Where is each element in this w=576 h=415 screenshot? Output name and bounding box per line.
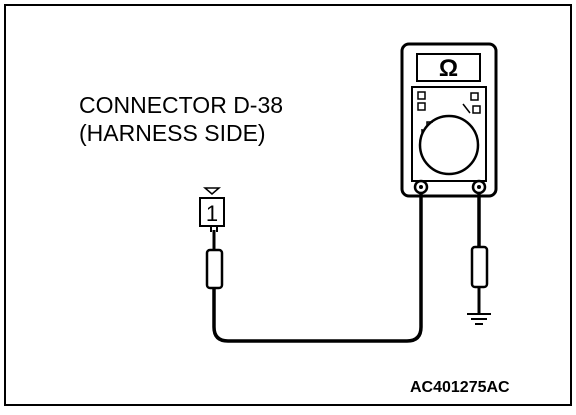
ground-symbol (467, 313, 491, 325)
jack-center (477, 185, 481, 189)
range-switch (417, 91, 426, 100)
jack-center (419, 185, 423, 189)
range-switch (472, 105, 481, 114)
figure-id: AC401275AC (410, 379, 510, 396)
probe-handle (470, 245, 489, 289)
test-probe-right (470, 245, 489, 313)
terminal-box (199, 197, 225, 227)
dial-pointer (462, 103, 471, 114)
test-probe-left (205, 226, 224, 290)
connector-subtitle: (HARNESS SIDE) (79, 120, 266, 146)
range-switch (417, 102, 426, 111)
connector-terminal: 1 (199, 187, 225, 227)
terminal-number: 1 (206, 201, 218, 226)
connector-title: CONNECTOR D-38 (79, 92, 284, 118)
diagram-frame (4, 4, 572, 406)
multimeter: Ω (400, 42, 498, 198)
range-switch (470, 92, 479, 101)
dial-marking (426, 121, 433, 127)
selector-dial (418, 114, 480, 176)
probe-handle (205, 248, 224, 290)
terminal-guide-mark (202, 187, 222, 195)
multimeter-display (416, 53, 481, 82)
test-lead-left (212, 193, 423, 343)
ohm-symbol: Ω (439, 55, 458, 82)
